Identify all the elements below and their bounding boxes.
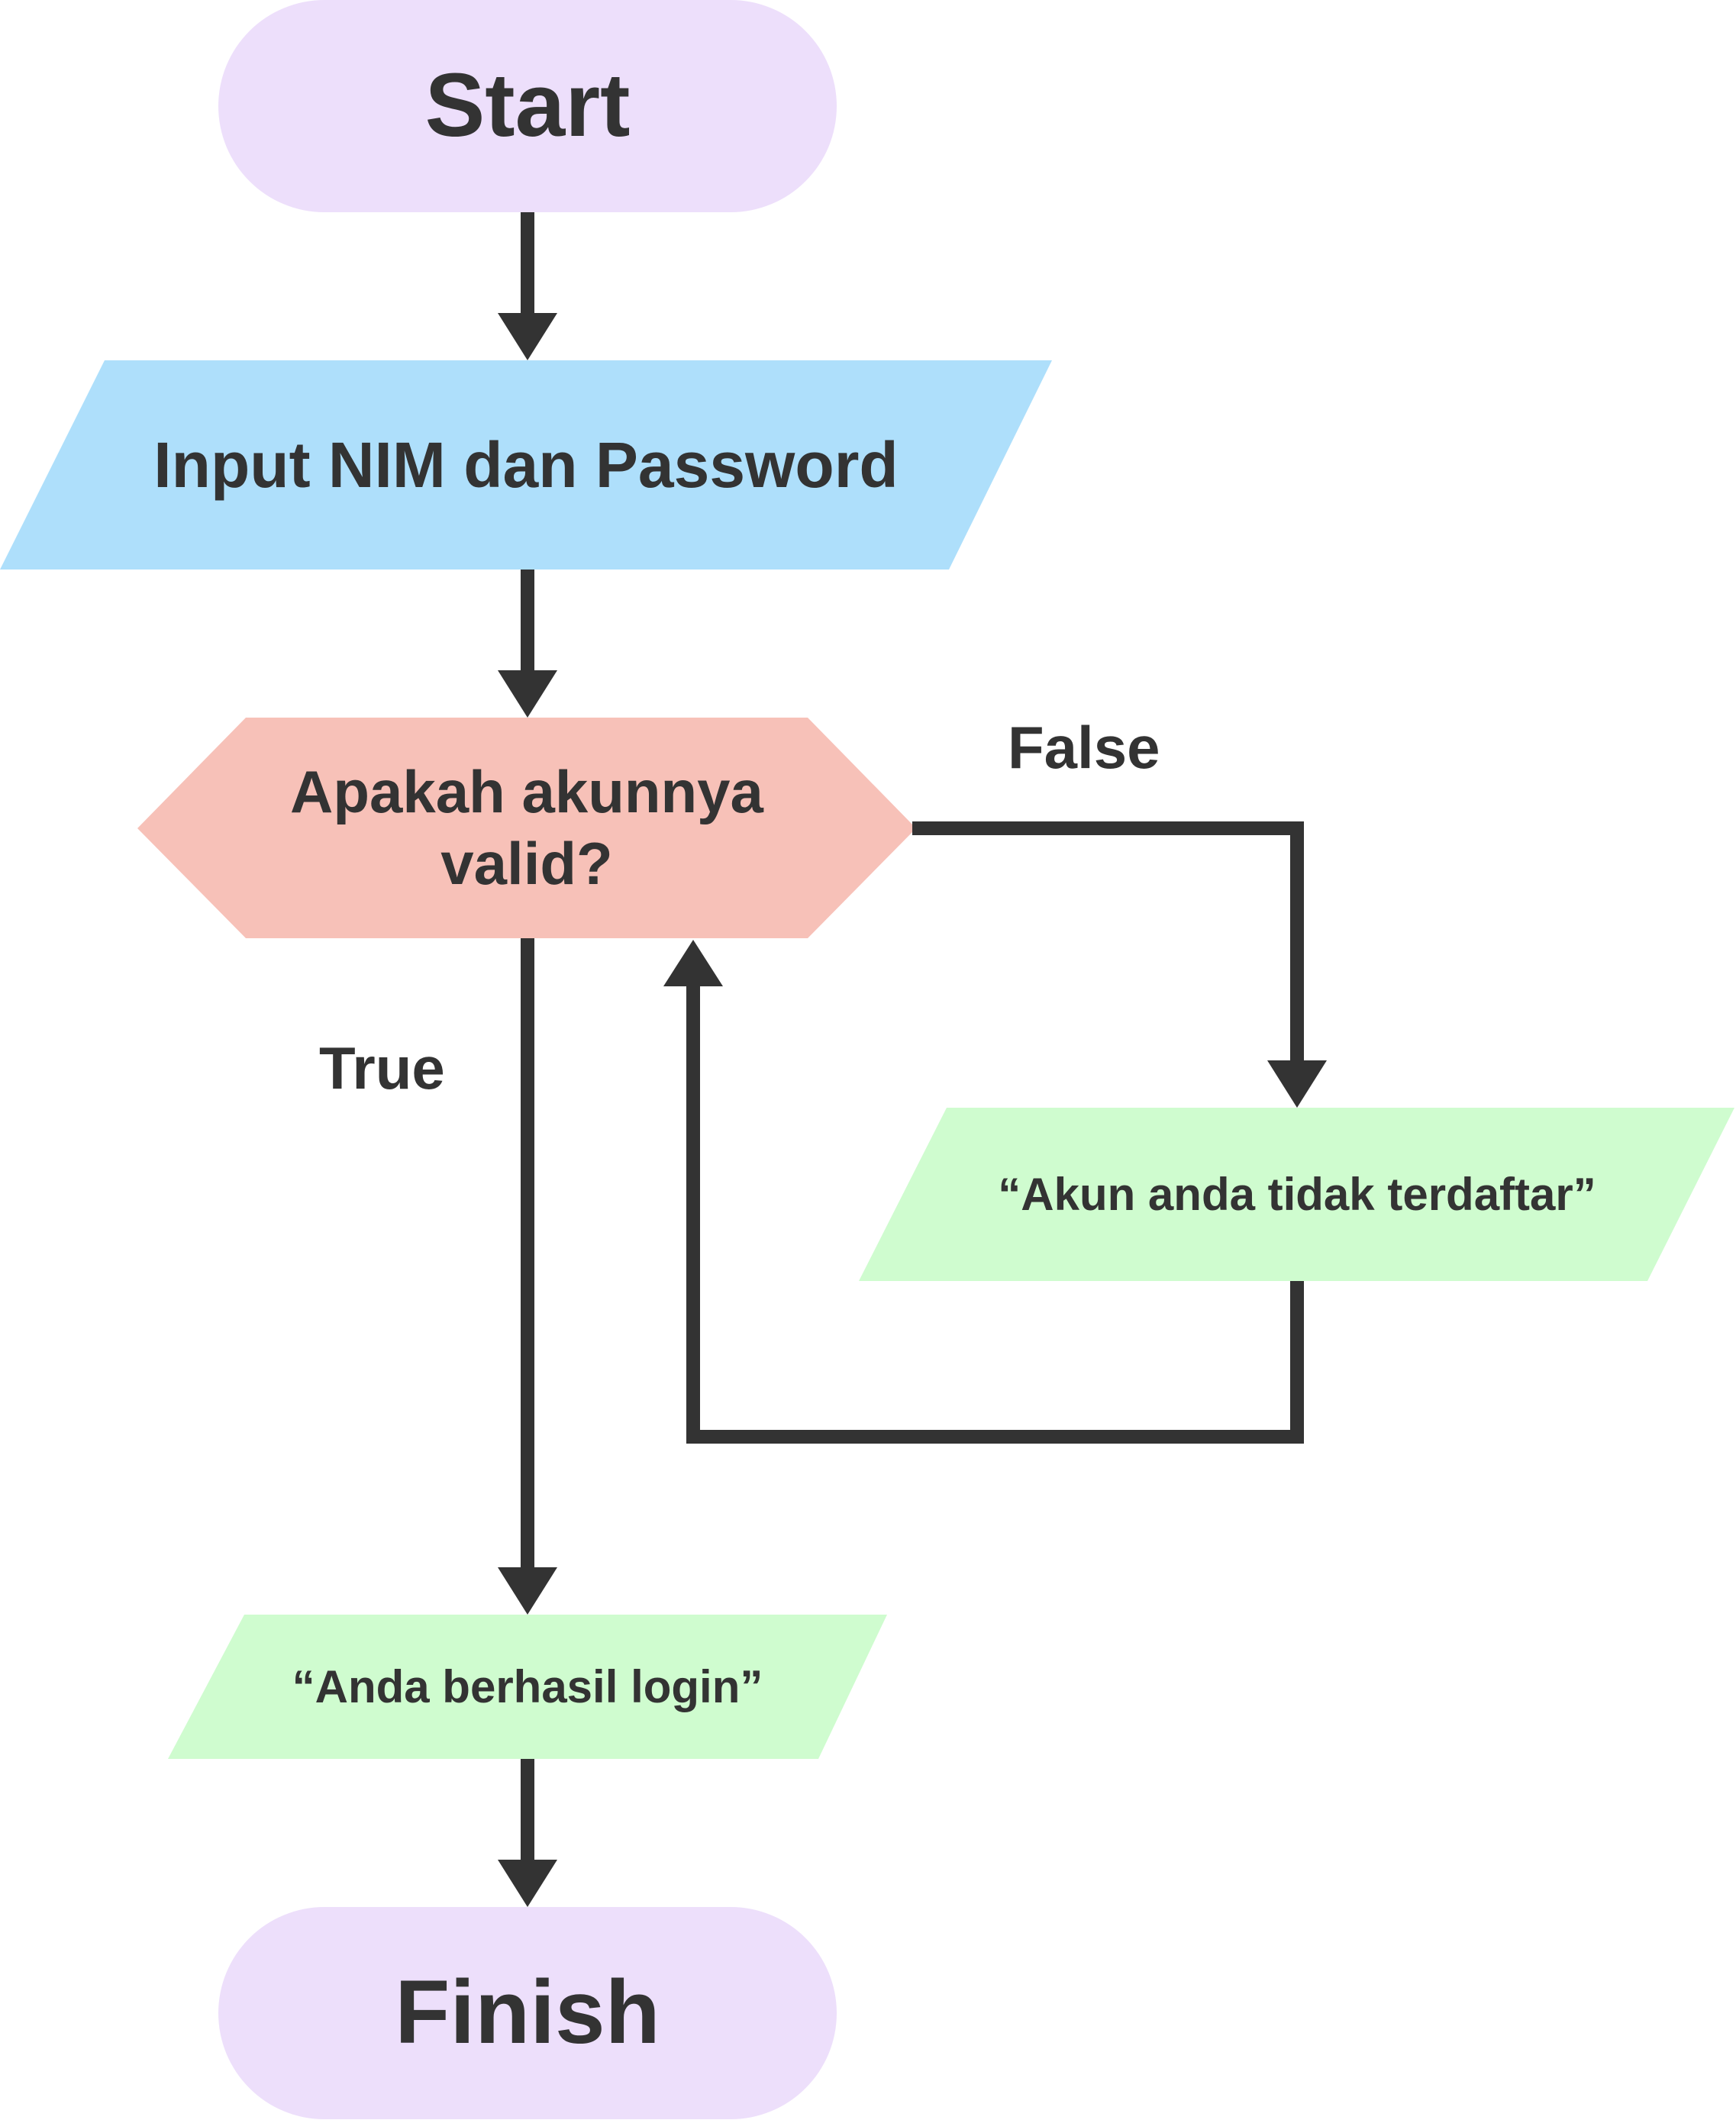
arrowhead-to-true-output (498, 1567, 557, 1615)
decision-label-line2: valid? (440, 829, 613, 897)
finish-label: Finish (395, 1962, 660, 2064)
input-label: Input NIM dan Password (153, 428, 899, 501)
arrowheads (498, 313, 1327, 1907)
decision-label: Apakah akunnya valid? (176, 718, 878, 938)
arrowhead-to-finish (498, 1860, 557, 1907)
arrowhead-loop-to-decision (663, 940, 723, 986)
false-output-label: “Akun anda tidak terdaftar” (998, 1168, 1596, 1220)
connectors (521, 212, 1304, 1863)
false-branch-label: False (1008, 714, 1160, 782)
start-terminal (218, 0, 837, 212)
arrowhead-to-input (498, 313, 557, 360)
true-output-label: “Anda berhasil login” (292, 1660, 763, 1712)
decision-label-line1: Apakah akunnya (290, 757, 763, 825)
connector-false-output-loop-back (686, 985, 1304, 1444)
true-output-parallelogram (168, 1615, 887, 1759)
finish-terminal (218, 1907, 837, 2119)
arrowhead-to-false-output (1267, 1060, 1327, 1108)
decision-hexagon (137, 718, 916, 938)
input-parallelogram (0, 360, 1052, 570)
connector-decision-to-false-output (912, 821, 1304, 1063)
arrowhead-to-decision (498, 670, 557, 718)
true-branch-label: True (319, 1034, 445, 1102)
start-label: Start (424, 55, 631, 156)
false-output-parallelogram (859, 1108, 1734, 1281)
